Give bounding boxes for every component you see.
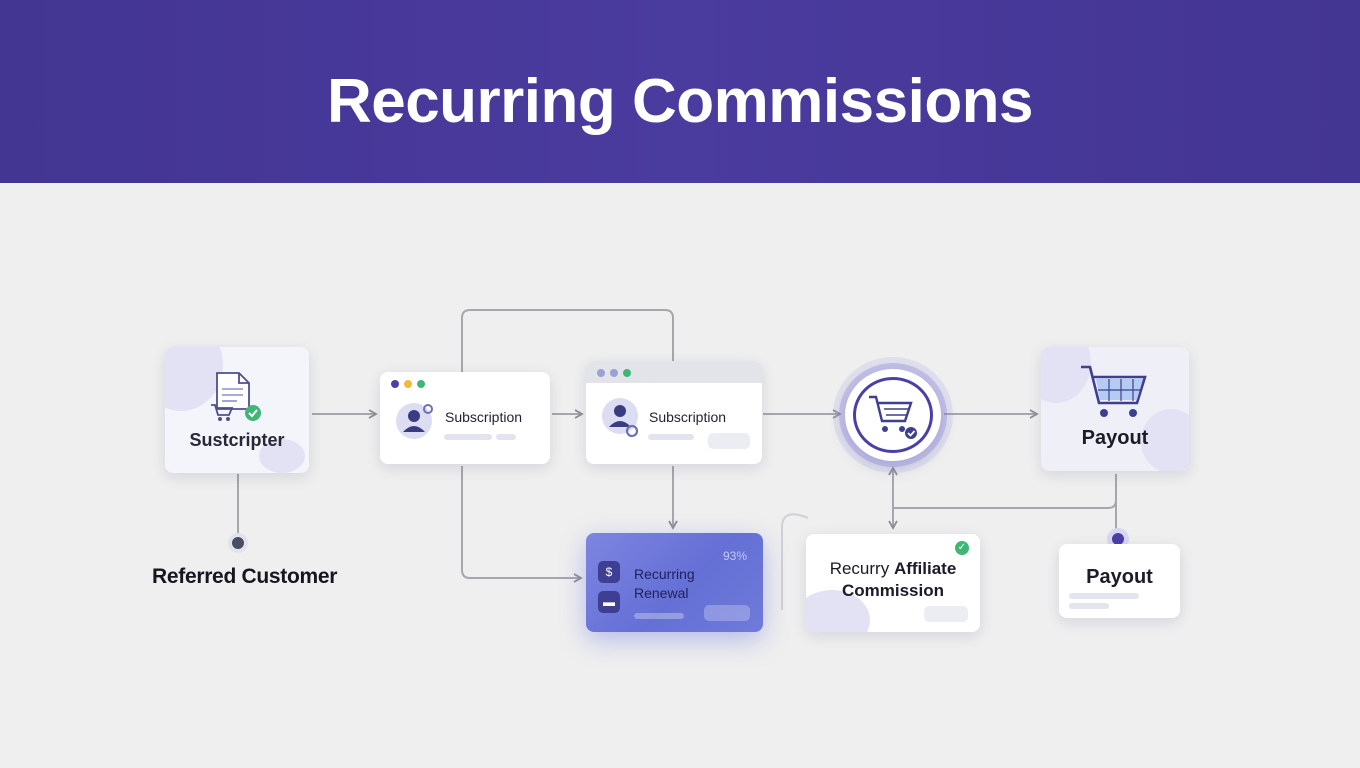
commission-check-badge-icon: ✓ xyxy=(955,541,969,555)
header-banner: Recurring Commissions xyxy=(0,0,1360,183)
window-titlebar xyxy=(586,361,762,383)
shopping-cart-check-icon xyxy=(869,395,917,439)
subscription-card-2[interactable]: Subscription xyxy=(586,361,762,464)
page-title: Recurring Commissions xyxy=(326,67,1034,136)
line-to-renewal xyxy=(461,466,583,583)
payout-card-2[interactable]: Payout xyxy=(1059,544,1180,618)
subscription-card-1[interactable]: Subscription xyxy=(380,372,550,464)
subscription-2-label: Subscription xyxy=(649,409,727,425)
card-icon: ▬ xyxy=(598,591,620,613)
shopping-cart-icon xyxy=(1081,365,1147,417)
payout-card-1[interactable]: Payout xyxy=(1041,347,1189,471)
cart-hub-node[interactable] xyxy=(845,369,941,461)
affiliate-commission-card[interactable]: Recurry Affiliate Commission xyxy=(806,534,980,632)
referred-customer-label: Referred Customer xyxy=(152,565,338,588)
payout-1-label: Payout xyxy=(1081,427,1149,449)
referred-customer-node xyxy=(232,537,244,549)
recurring-renewal-label: Recurring Renewal xyxy=(634,566,695,601)
loop-line-top xyxy=(461,309,674,372)
document-cart-icon xyxy=(211,372,261,421)
renewal-percent: 93% xyxy=(723,549,748,563)
line-payout-to-commission xyxy=(893,474,1117,509)
user-gear-icon xyxy=(602,398,639,438)
recurring-renewal-card[interactable]: $ ▬ Recurring Renewal 93% xyxy=(586,533,763,632)
affiliate-commission-label: Recurry Affiliate Commission xyxy=(829,559,957,600)
payout-connector-node xyxy=(1112,533,1124,545)
subscription-1-label: Subscription xyxy=(445,409,523,425)
user-gear-icon xyxy=(396,403,433,439)
subscriber-label: Sustcripter xyxy=(189,430,285,450)
dollar-box-icon: $ xyxy=(598,561,620,583)
line-commission-back xyxy=(781,513,809,610)
payout-2-label: Payout xyxy=(1086,566,1153,588)
subscriber-card[interactable]: Sustcripter xyxy=(165,347,309,473)
